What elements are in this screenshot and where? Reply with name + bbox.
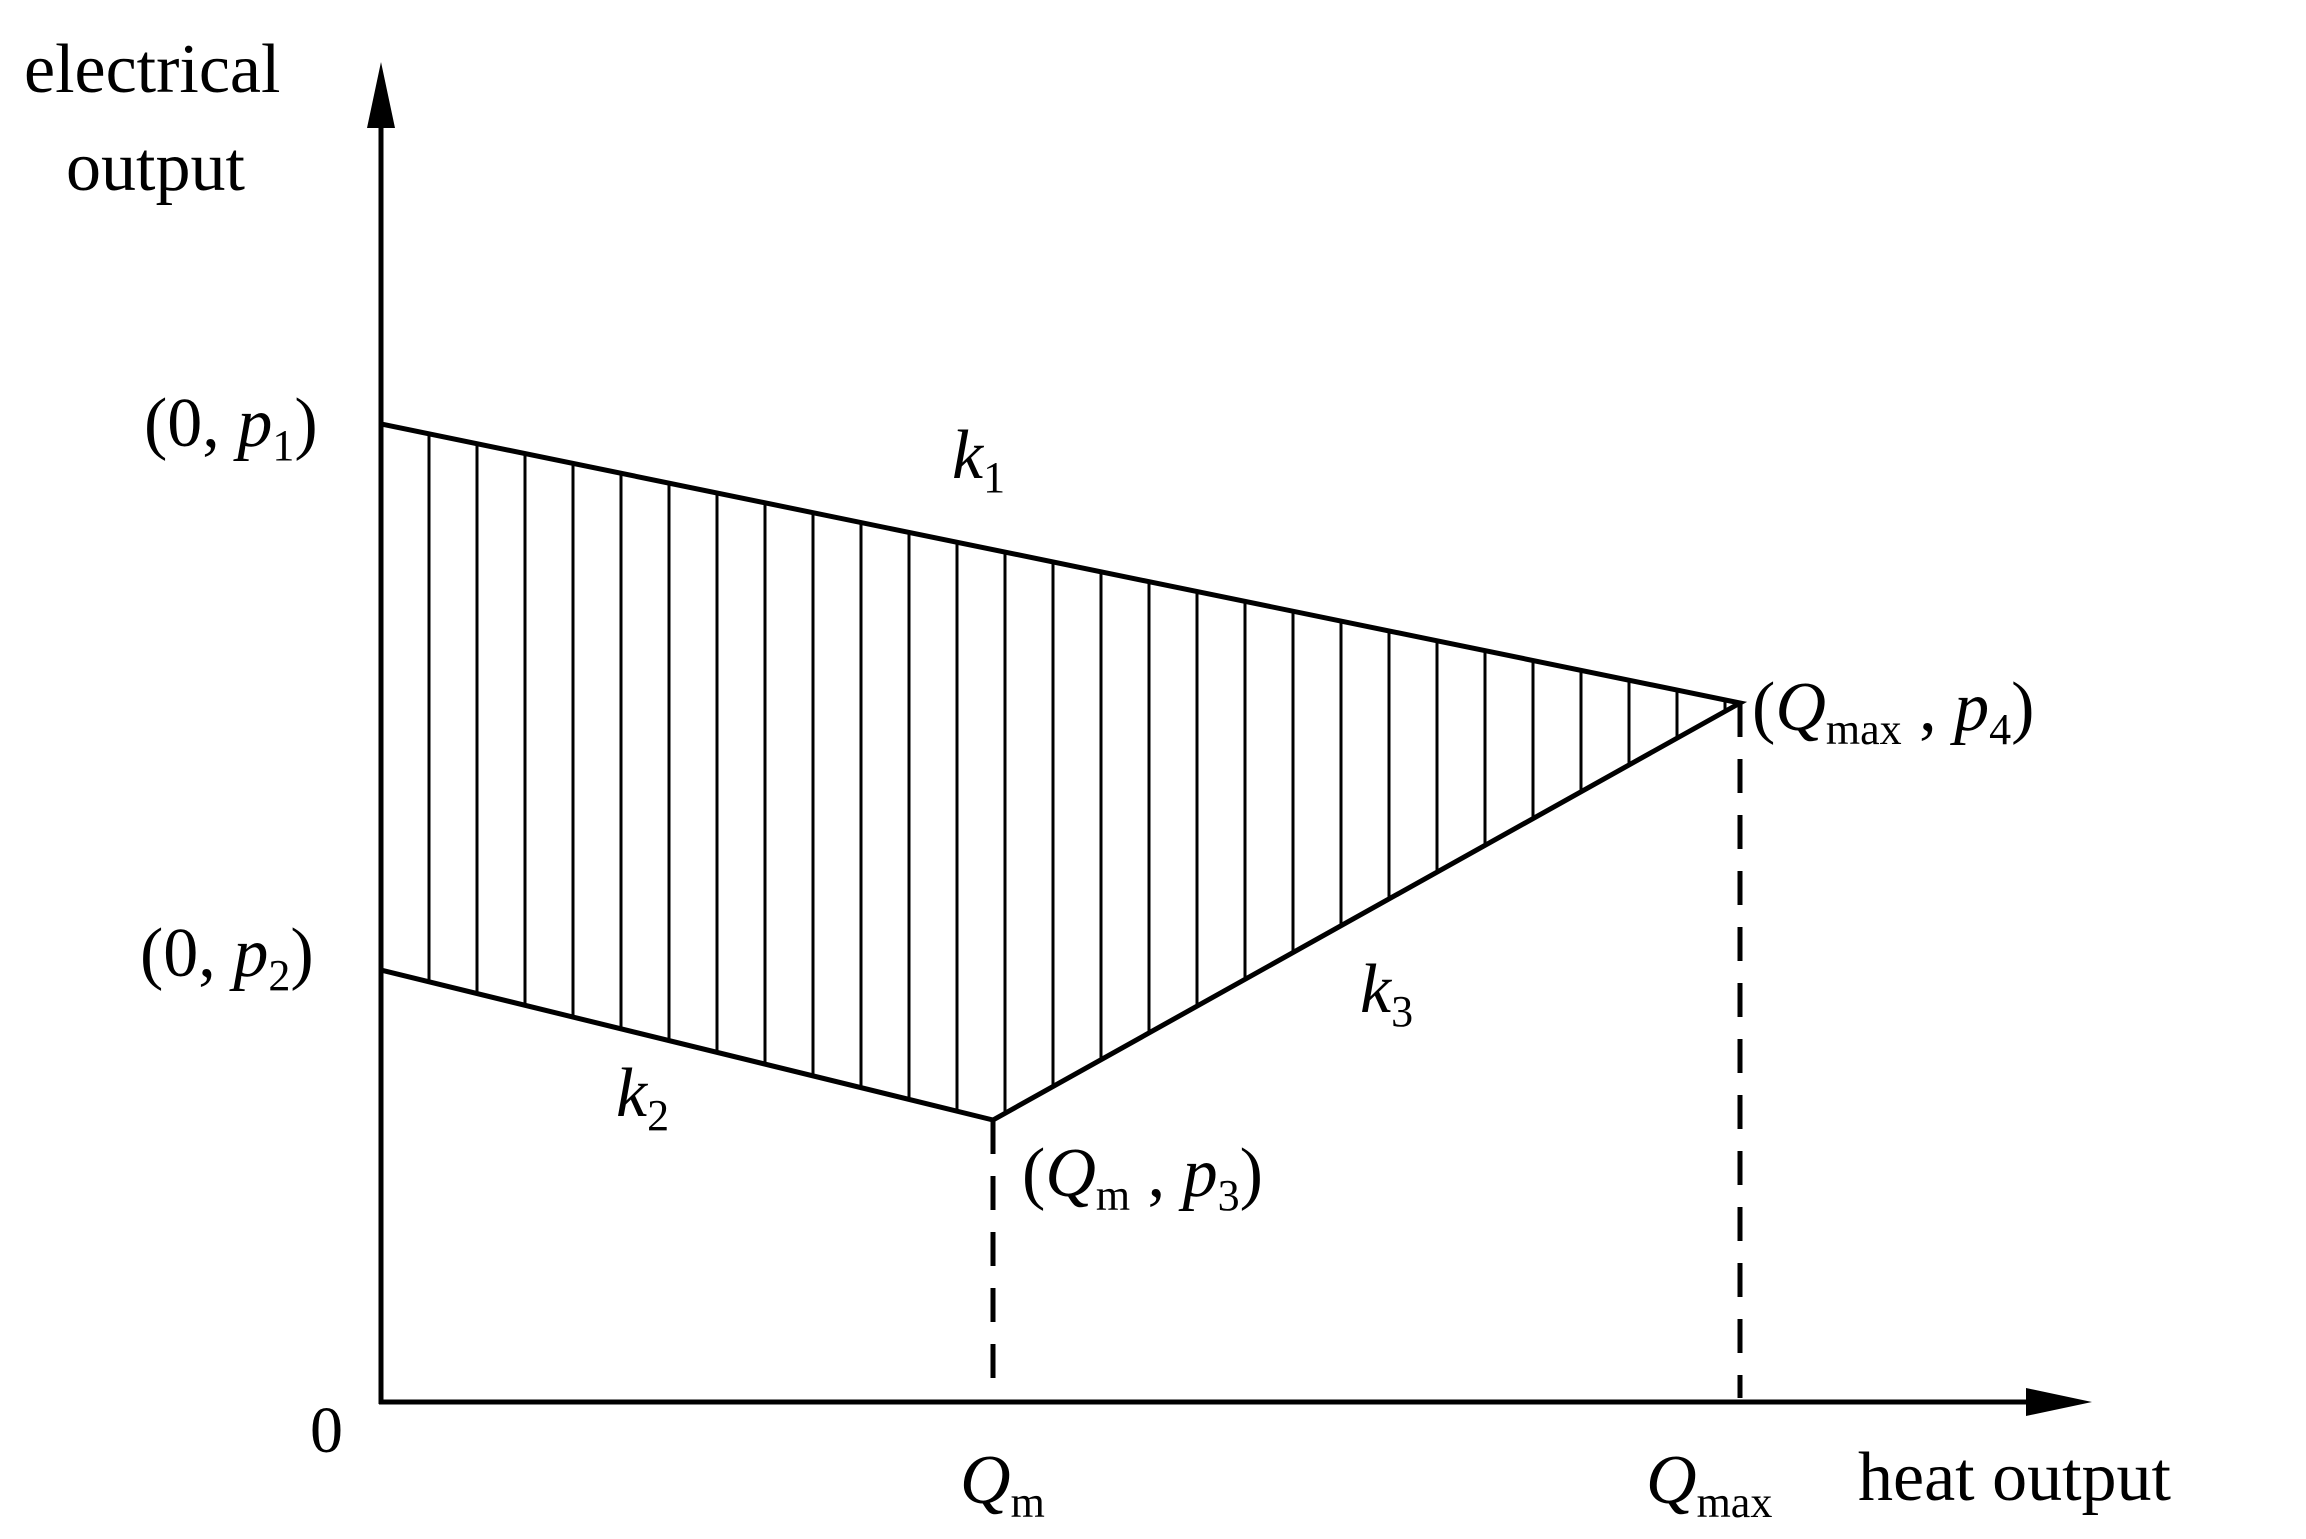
slope-k2-label: k2 <box>616 1055 669 1140</box>
feasible-region <box>378 420 1748 1123</box>
y-axis-arrowhead <box>367 62 395 128</box>
region-outline <box>378 420 1748 1123</box>
point-p1-label: (0, p1) <box>144 385 318 470</box>
point-p4-label: (Qmax , p4) <box>1752 669 2034 754</box>
y-axis-label-line1: electrical <box>24 31 280 108</box>
origin-label: 0 <box>310 1394 343 1467</box>
point-p2-label: (0, p2) <box>140 915 314 1000</box>
slope-k3-label: k3 <box>1360 951 1413 1036</box>
qm-tick-label: Qm <box>960 1442 1045 1527</box>
x-axis-label: heat output <box>1858 1439 2172 1516</box>
slope-k1-label: k1 <box>952 417 1005 502</box>
y-axis-label-line2: output <box>66 129 245 206</box>
qmax-tick-label: Qmax <box>1646 1442 1772 1527</box>
x-axis-arrowhead <box>2026 1388 2092 1416</box>
point-p3-label: (Qm , p3) <box>1022 1135 1263 1220</box>
